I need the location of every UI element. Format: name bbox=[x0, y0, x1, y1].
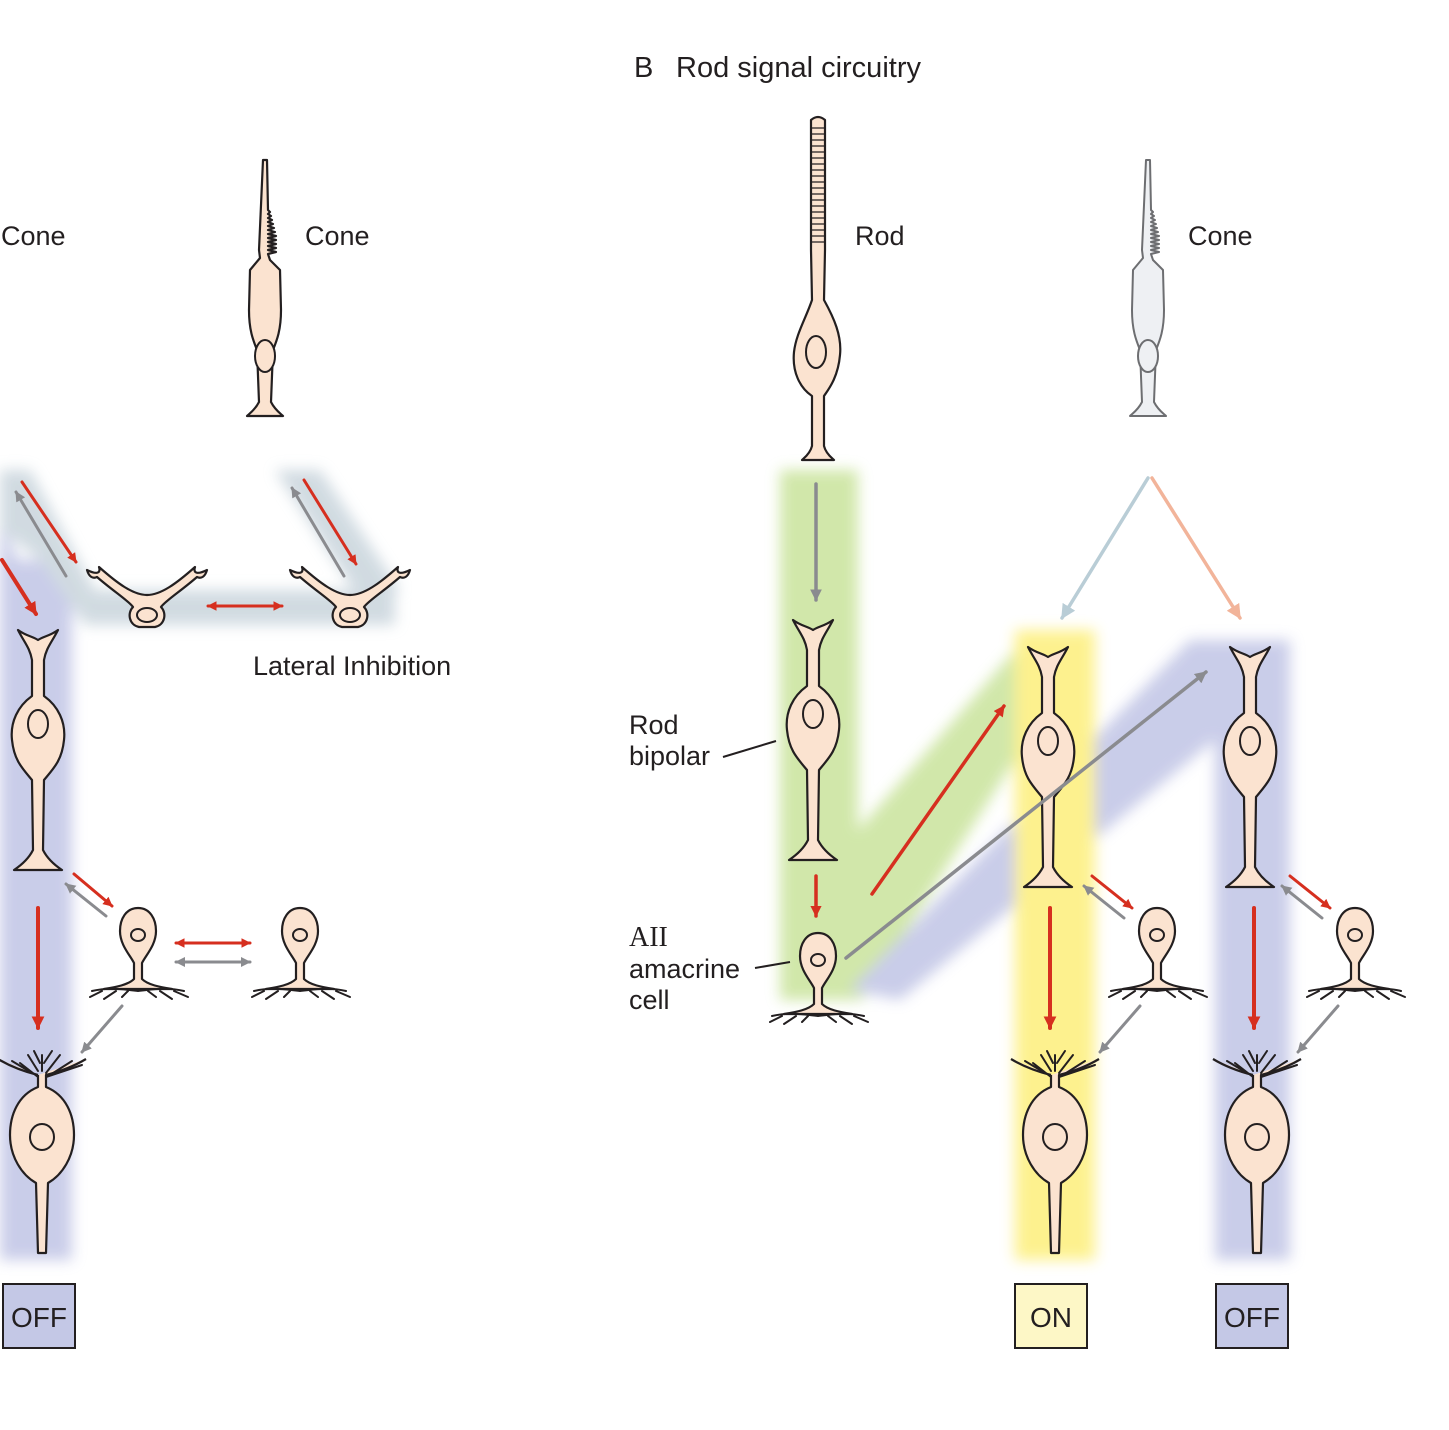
output-left-off-label: OFF bbox=[11, 1302, 67, 1333]
label-rod-bipolar-line2: bipolar bbox=[629, 741, 710, 771]
arrow-grey-aii-to-off-bipolar bbox=[844, 670, 1208, 960]
arrow-grey-amacrine-to-on-bipolar bbox=[1082, 884, 1126, 920]
label-lateral-inhibition: Lateral Inhibition bbox=[253, 651, 451, 681]
arrow-blue-cone-to-on-bipolar bbox=[1060, 476, 1150, 620]
off-bipolar-cell-right bbox=[1222, 645, 1278, 889]
label-cone-mid: Cone bbox=[305, 221, 370, 251]
panel-b-title: Rod signal circuitry bbox=[676, 52, 921, 84]
aii-amacrine-cell bbox=[769, 931, 869, 1025]
output-box-on: ON bbox=[1014, 1283, 1088, 1349]
cone-mid-nucleus bbox=[254, 339, 276, 373]
rod-bipolar-cell bbox=[785, 618, 841, 862]
output-box-right-off: OFF bbox=[1215, 1283, 1289, 1349]
amacrine-cell-left-a bbox=[89, 906, 189, 1000]
label-rod-bipolar-line1: Rod bbox=[629, 710, 679, 740]
bipolar-cell-left bbox=[10, 628, 66, 872]
horizontal-cell-right bbox=[288, 565, 412, 629]
amacrine-left-a-nucleus bbox=[130, 928, 146, 942]
amacrine-left-b-nucleus bbox=[292, 928, 308, 942]
arrow-red-aii-to-on-bipolar bbox=[870, 704, 1006, 896]
label-cone-right: Cone bbox=[1188, 221, 1253, 251]
label-aii-line2: amacrine bbox=[629, 954, 740, 984]
aii-leader-line bbox=[754, 961, 791, 969]
rod-nucleus bbox=[805, 335, 827, 369]
output-box-left-off: OFF bbox=[2, 1283, 76, 1349]
amacrine-cell-left-b bbox=[251, 906, 351, 1000]
amacrine-off-right-nucleus bbox=[1347, 928, 1363, 942]
pathway-bands bbox=[0, 470, 1290, 1260]
label-cone-left: Cone bbox=[1, 221, 66, 251]
off-bipolar-right-nucleus bbox=[1239, 726, 1261, 756]
arrow-red-mid-cone-to-horizontal bbox=[302, 478, 358, 566]
panel-b-letter: B bbox=[634, 52, 653, 84]
arrow-grey-amacrine-to-off-ganglion bbox=[1296, 1004, 1340, 1054]
off-ganglion-right-nucleus bbox=[1244, 1123, 1270, 1151]
ganglion-left-nucleus bbox=[29, 1123, 55, 1151]
amacrine-cell-on bbox=[1108, 906, 1208, 1000]
label-aii-line3: cell bbox=[629, 985, 670, 1015]
rod-photoreceptor bbox=[792, 115, 842, 462]
output-on-label: ON bbox=[1030, 1302, 1072, 1333]
amacrine-cell-off-right bbox=[1306, 906, 1406, 1000]
cone-photoreceptor-mid bbox=[245, 158, 285, 418]
cone-photoreceptor-right bbox=[1129, 159, 1167, 417]
cone-right-nucleus bbox=[1137, 339, 1159, 373]
on-bipolar-nucleus bbox=[1037, 726, 1059, 756]
arrow-red-left-bipolar-to-amacrine bbox=[72, 872, 114, 908]
arrow-red-on-bipolar-to-amacrine bbox=[1090, 874, 1134, 910]
arrow-grey-horizontal-to-mid-cone bbox=[290, 486, 346, 578]
bipolar-left-nucleus bbox=[27, 709, 49, 739]
label-aii-line1: AII bbox=[629, 922, 668, 953]
arrow-red-left-cone-to-horizontal bbox=[20, 480, 78, 564]
arrow-grey-amacrine-to-off-bipolar bbox=[1280, 884, 1324, 920]
rod-pathway-band bbox=[780, 470, 1015, 1000]
off-ganglion-cell-right bbox=[1212, 1050, 1302, 1255]
arrow-peach-cone-to-off-bipolar bbox=[1150, 476, 1242, 620]
amacrine-on-nucleus bbox=[1149, 928, 1165, 942]
on-ganglion-nucleus bbox=[1042, 1123, 1068, 1151]
output-right-off-label: OFF bbox=[1224, 1302, 1280, 1333]
rod-bipolar-leader-line bbox=[722, 740, 777, 758]
arrow-grey-amacrine-to-left-ganglion bbox=[80, 1004, 124, 1054]
horizontal-cell-left bbox=[85, 565, 209, 629]
signal-arrows bbox=[0, 476, 1340, 1054]
on-ganglion-cell bbox=[1010, 1050, 1100, 1255]
horizontal-right-nucleus bbox=[339, 607, 361, 623]
aii-nucleus bbox=[810, 953, 826, 967]
rod-bipolar-nucleus bbox=[802, 699, 824, 729]
arrow-grey-horizontal-to-left-cone bbox=[14, 490, 68, 578]
arrow-red-left-cone-to-bipolar bbox=[0, 558, 38, 616]
label-rod: Rod bbox=[855, 221, 905, 251]
on-bipolar-cell bbox=[1020, 645, 1076, 889]
horizontal-left-nucleus bbox=[136, 607, 158, 623]
arrow-grey-amacrine-to-left-bipolar bbox=[64, 882, 108, 918]
arrow-red-off-bipolar-to-amacrine bbox=[1288, 874, 1332, 910]
ganglion-cell-left-off bbox=[0, 1050, 87, 1255]
arrow-grey-amacrine-to-on-ganglion bbox=[1098, 1004, 1142, 1054]
